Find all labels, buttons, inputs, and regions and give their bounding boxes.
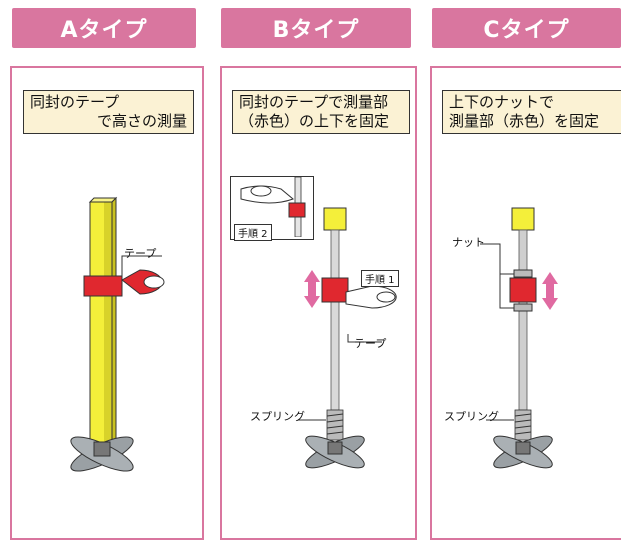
panel-b-tape-label: テープ — [354, 337, 387, 350]
red-block — [509, 277, 537, 303]
panel-a-title: Aタイプ — [12, 8, 196, 48]
panel-c-caption-line1: 上下のナットで — [449, 93, 555, 111]
panel-b-caption-line2: （赤色）の上下を固定 — [239, 112, 390, 130]
step1-label: 手順 1 — [361, 270, 399, 287]
panel-b-spring-label: スプリング — [250, 410, 305, 423]
lower-nut — [513, 303, 533, 312]
panel-a-tape-label: テープ — [124, 247, 157, 260]
red-block — [321, 277, 349, 303]
spring — [514, 409, 532, 441]
panel-c-caption: 上下のナットで 測量部（赤色）を固定 — [442, 90, 621, 134]
panel-a-caption: 同封のテープ で高さの測量 — [23, 90, 194, 134]
panel-a-tape-leader — [121, 255, 162, 284]
panel-c-nut-label: ナット — [452, 236, 485, 249]
panel-b-caption-line1: 同封のテープで測量部 — [239, 93, 389, 111]
panel-b-inset-figure — [240, 177, 306, 237]
panel-c-figure — [480, 207, 558, 469]
threaded-rod — [518, 229, 528, 411]
panel-b-figure — [298, 207, 397, 469]
panel-a-caption-line1: 同封のテープ — [30, 93, 120, 111]
red-block-icon — [288, 202, 306, 218]
panel-c-title: Cタイプ — [432, 8, 621, 48]
spring — [326, 409, 344, 441]
yellow-cap — [323, 207, 347, 231]
panel-c-caption-line2: 測量部（赤色）を固定 — [449, 112, 600, 130]
rod — [330, 229, 340, 411]
panel-b-caption: 同封のテープで測量部 （赤色）の上下を固定 — [232, 90, 410, 134]
panel-c-spring-label: スプリング — [444, 410, 499, 423]
cross-base — [70, 436, 134, 472]
upper-nut — [513, 269, 533, 278]
yellow-cap — [511, 207, 535, 231]
panel-b-title: Bタイプ — [221, 8, 411, 48]
up-down-arrow — [542, 272, 558, 310]
step2-label: 手順 2 — [234, 224, 272, 241]
cross-base — [493, 435, 553, 469]
up-down-arrow — [304, 270, 320, 308]
panel-a-figure — [70, 196, 165, 472]
cross-base — [305, 435, 365, 469]
panel-a-caption-line2: で高さの測量 — [96, 112, 187, 130]
tape-band — [83, 275, 123, 297]
